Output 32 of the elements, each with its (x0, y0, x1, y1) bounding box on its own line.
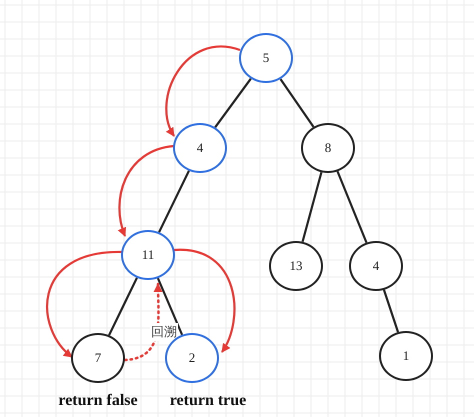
node-value: 5 (262, 50, 270, 66)
node-value: 11 (142, 247, 154, 263)
tree-node (379, 331, 433, 381)
tree-node (301, 123, 355, 173)
curved-arrow (174, 248, 236, 353)
node-value: 1 (402, 348, 410, 364)
node-value: 2 (188, 350, 196, 366)
node-value: 4 (372, 258, 380, 274)
tree-branch (280, 78, 314, 128)
tree-branch (302, 172, 322, 242)
tree-node (121, 230, 175, 280)
dotted-arrow (124, 282, 163, 362)
tree-branch (336, 170, 368, 244)
node-value: 8 (324, 140, 332, 156)
result-label: return false (58, 392, 138, 410)
tree-branch (214, 78, 252, 128)
tree-node (349, 241, 403, 291)
node-value: 13 (290, 258, 302, 274)
result-label: return true (170, 392, 246, 410)
tree-node (71, 333, 125, 383)
curved-arrow (46, 250, 122, 358)
tree-branch (158, 170, 190, 233)
tree-branch (382, 290, 400, 332)
node-value: 7 (94, 350, 102, 366)
tree-node (269, 241, 323, 291)
tree-node (173, 123, 227, 173)
curved-arrow (165, 46, 240, 137)
curved-arrow (118, 144, 174, 237)
tree-branch (108, 277, 138, 336)
tree-node (239, 33, 293, 83)
node-value: 4 (196, 140, 204, 156)
tree-branch (156, 278, 184, 336)
